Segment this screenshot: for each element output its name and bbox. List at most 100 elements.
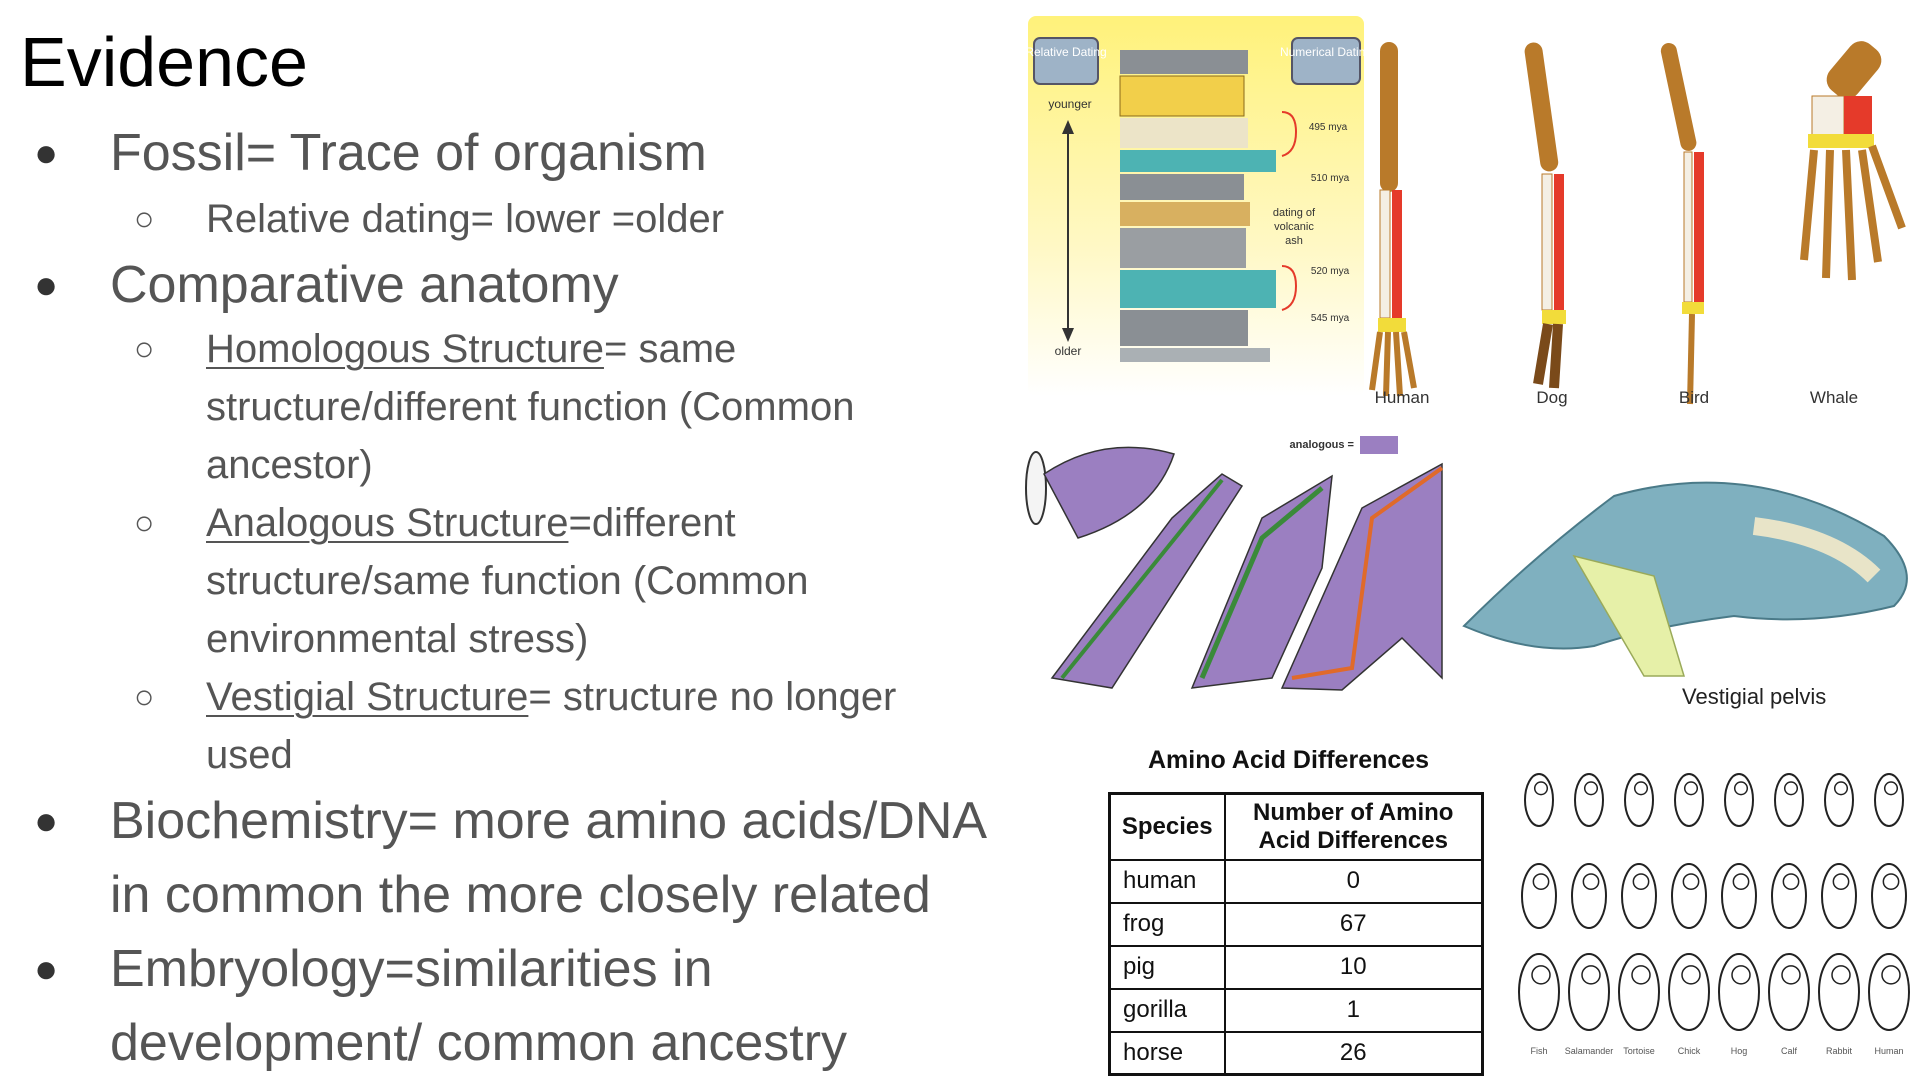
embryo-head xyxy=(1783,781,1799,796)
embryo-head xyxy=(1631,965,1651,985)
embryo-sketch xyxy=(1824,773,1854,827)
bat-wing-bone xyxy=(1291,466,1444,680)
embryo-head xyxy=(1732,873,1750,891)
embryo-sketch xyxy=(1821,863,1857,929)
embryo-label: Tortoise xyxy=(1623,1046,1655,1056)
species-cell: horse xyxy=(1108,1030,1226,1076)
value-cell: 10 xyxy=(1223,944,1484,990)
rock-layers xyxy=(1119,50,1276,362)
embryo-sketch xyxy=(1771,863,1807,929)
slide-title: Evidence xyxy=(20,23,308,101)
embryo-sketch xyxy=(1718,953,1760,1031)
bird-wing xyxy=(1660,42,1704,405)
bullet-embryology: ● Embryology=similarities in development… xyxy=(34,932,847,1080)
embryo-label: Salamander xyxy=(1565,1046,1614,1056)
table-row: gorilla 1 xyxy=(1108,987,1484,1033)
age-label: 520 mya xyxy=(1311,266,1350,277)
bullet-dot: ● xyxy=(34,799,59,843)
whale-flipper xyxy=(1800,41,1906,281)
ash-label-line: ash xyxy=(1285,235,1303,247)
species-cell: human xyxy=(1108,858,1226,904)
numerical-dating-box xyxy=(1291,37,1361,85)
younger-label: younger xyxy=(1048,97,1091,111)
embryo-head xyxy=(1633,781,1649,796)
layer-sandstone xyxy=(1120,202,1250,226)
relative-dating-label: Relative Dating xyxy=(1028,45,1107,59)
embryo-label: Human xyxy=(1874,1046,1903,1056)
analogous-legend-label: analogous = xyxy=(1290,439,1355,451)
embryo-head xyxy=(1731,965,1751,985)
embryo-head xyxy=(1782,873,1800,891)
vestigial-term: Vestigial Structure xyxy=(206,675,529,719)
analogous-term: Analogous Structure xyxy=(206,501,569,545)
ash-label-line: dating of xyxy=(1273,207,1316,219)
bullet-dot: ● xyxy=(34,263,59,307)
embryo-sketch xyxy=(1524,773,1554,827)
embryo-sketch xyxy=(1874,773,1904,827)
amino-acid-table: Species Number of Amino Acid Differences… xyxy=(1108,792,1484,1076)
embryo-sketch xyxy=(1818,953,1860,1031)
embryo-head xyxy=(1832,873,1850,891)
embryo-sketch xyxy=(1768,953,1810,1031)
embryo-label: Rabbit xyxy=(1826,1046,1853,1056)
embryo-sketch xyxy=(1521,863,1557,929)
table-row: horse 26 xyxy=(1108,1030,1484,1076)
embryo-head xyxy=(1683,781,1699,796)
subbullet-homologous: ○ Homologous Structure= same structure/d… xyxy=(134,320,854,494)
layer-gray xyxy=(1120,50,1248,74)
embryo-sketch xyxy=(1618,953,1660,1031)
embryo-head xyxy=(1682,873,1700,891)
embryo-sketch xyxy=(1621,863,1657,929)
embryo-label: Calf xyxy=(1781,1046,1798,1056)
bat-wing xyxy=(1280,462,1443,691)
whale-vestigial-figure: Vestigial pelvis xyxy=(1462,481,1908,709)
bird-wing-bone xyxy=(1199,486,1324,679)
embryo-sketch xyxy=(1868,953,1910,1031)
bullet-comparative-anatomy: ● Comparative anatomy xyxy=(34,248,619,322)
embryo-sketch xyxy=(1721,863,1757,929)
value-cell: 26 xyxy=(1223,1030,1484,1076)
embryo-head xyxy=(1583,781,1599,796)
bullet-dot: ● xyxy=(34,947,59,991)
embryo-sketch xyxy=(1671,863,1707,929)
embryo-head xyxy=(1883,781,1899,796)
embryo-head xyxy=(1781,965,1801,985)
age-bracket xyxy=(1281,265,1298,311)
analogous-wings-figure: analogous = xyxy=(1025,436,1444,691)
subbullet-relative-dating: ○ Relative dating= lower =older xyxy=(134,190,724,248)
subbullet-circle: ○ xyxy=(134,678,155,716)
vestigial-pelvis-caption: Vestigial pelvis xyxy=(1682,684,1826,709)
embryo-sketch xyxy=(1624,773,1654,827)
table-row: frog 67 xyxy=(1108,901,1484,947)
subbullet-vestigial: ○ Vestigial Structure= structure no long… xyxy=(134,668,896,784)
subbullet-circle: ○ xyxy=(134,504,155,542)
age-label: 545 mya xyxy=(1311,313,1350,324)
subbullet-circle: ○ xyxy=(134,330,155,368)
embryo-head xyxy=(1831,965,1851,985)
dog-leg xyxy=(1524,42,1566,389)
rock-strata-figure: Relative Dating Numerical Dating younger… xyxy=(1028,16,1368,396)
older-label: older xyxy=(1055,344,1082,358)
bullet-biochemistry: ● Biochemistry= more amino acids/DNA in … xyxy=(34,784,987,932)
analogous-legend-swatch xyxy=(1360,436,1398,454)
homologous-term: Homologous Structure xyxy=(206,327,604,371)
amino-table-title: Amino Acid Differences xyxy=(1148,746,1430,774)
moth-icon xyxy=(1025,446,1175,539)
human-arm xyxy=(1369,42,1417,397)
limb-label-whale: Whale xyxy=(1810,388,1858,407)
species-cell: frog xyxy=(1108,901,1226,947)
table-header-row: Species Number of Amino Acid Differences xyxy=(1108,792,1484,861)
layer-gray xyxy=(1120,228,1246,268)
whale-ribs xyxy=(1752,517,1881,583)
pelvis-highlight xyxy=(1572,554,1686,677)
layer-gray xyxy=(1120,174,1244,200)
embryo-head xyxy=(1532,873,1550,891)
age-label: 510 mya xyxy=(1311,173,1350,184)
layer-sandstone xyxy=(1119,75,1245,117)
numerical-dating-label: Numerical Dating xyxy=(1280,45,1368,59)
homologous-limbs-figure: Human Dog Bird Whale xyxy=(1369,41,1906,407)
species-cell: gorilla xyxy=(1108,987,1226,1033)
relative-dating-box xyxy=(1033,37,1099,85)
age-label: 495 mya xyxy=(1309,122,1348,133)
layer-teal-ash xyxy=(1120,150,1276,172)
